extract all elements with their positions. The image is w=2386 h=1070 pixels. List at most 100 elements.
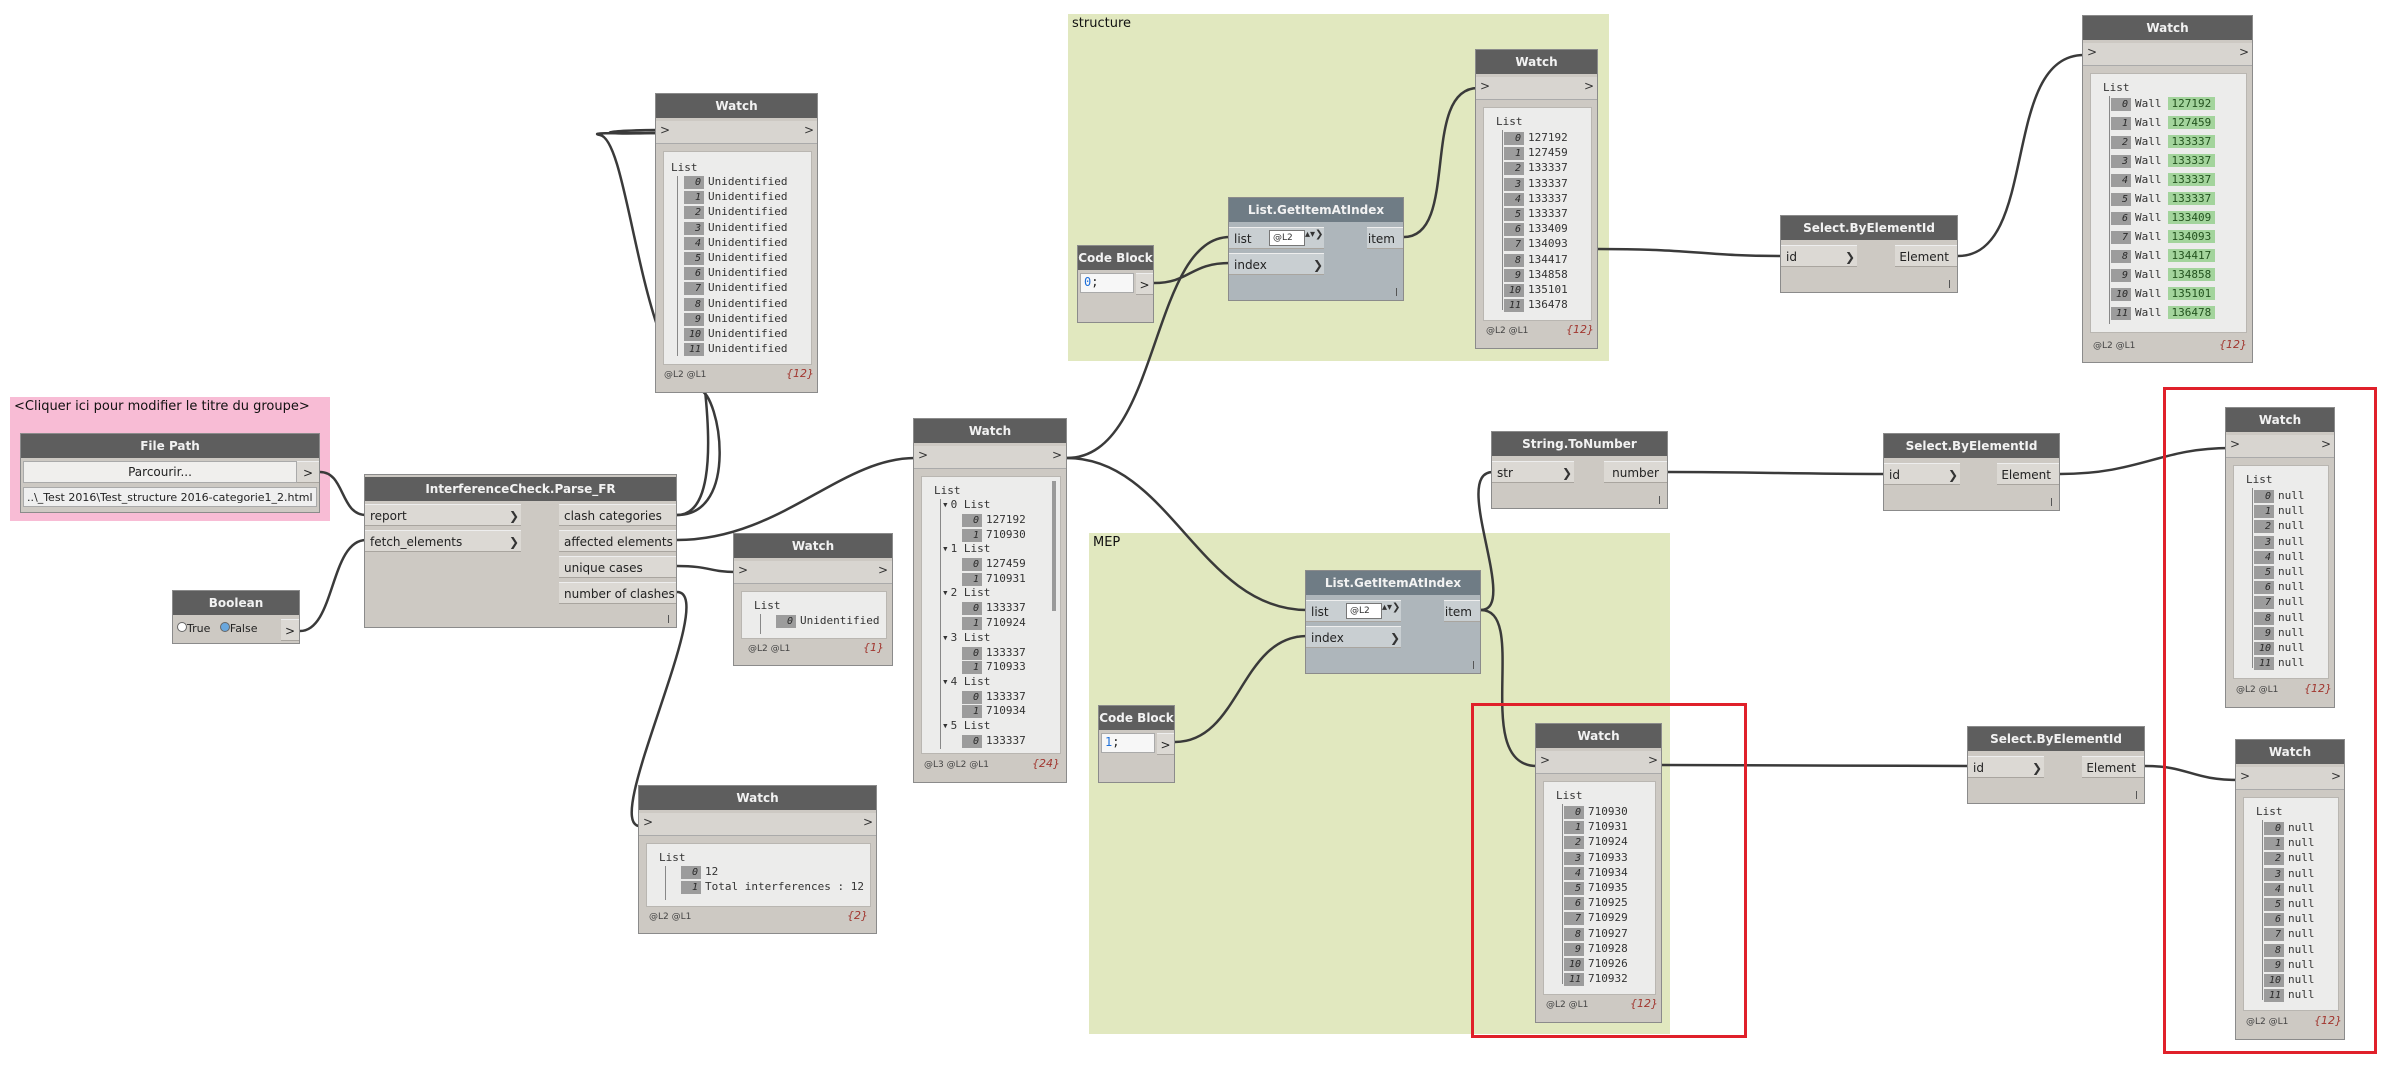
port-item[interactable]: item	[1367, 227, 1403, 249]
code-editor[interactable]: 0;	[1080, 273, 1134, 293]
nested-list-header[interactable]: ▾4 List	[942, 674, 991, 688]
group-mep-title[interactable]: MEP	[1093, 535, 1121, 550]
nested-list-header[interactable]: ▾1 List	[942, 542, 991, 556]
lacing-spinner-icon[interactable]: ▴▾❯	[1382, 602, 1401, 613]
select-by-element-id-mep-2[interactable]: Select.ByElementId id❯ Element	[1967, 726, 2145, 804]
nested-list-header[interactable]: ▾3 List	[942, 630, 991, 644]
port-clash-categories[interactable]: clash categories	[559, 504, 676, 526]
element-id-link[interactable]: 133337	[2167, 135, 2216, 148]
port-fetch[interactable]: fetch_elements❯	[365, 530, 521, 552]
true-radio-icon[interactable]	[177, 622, 187, 632]
boolean-output[interactable]: >	[281, 619, 299, 641]
collapse-triangle-icon[interactable]: ▾	[942, 674, 949, 688]
port-number[interactable]: number	[1604, 461, 1667, 483]
nested-list-header[interactable]: ▾0 List	[942, 498, 991, 511]
port-unique-cases[interactable]: unique cases	[559, 556, 676, 578]
code-editor[interactable]: 1;	[1101, 733, 1155, 753]
false-radio-icon[interactable]	[219, 622, 230, 632]
code-block-structure[interactable]: Code Block 0; >	[1077, 245, 1154, 323]
get-item-at-index-structure[interactable]: List.GetItemAtIndex list @L2 ▴▾❯ index❯ …	[1228, 197, 1404, 301]
collapse-triangle-icon[interactable]: ▾	[942, 498, 949, 511]
code-block-mep[interactable]: Code Block 1; >	[1098, 705, 1175, 783]
code-block-output[interactable]: >	[1157, 733, 1174, 755]
port-id[interactable]: id❯	[1781, 245, 1857, 267]
lacing-spinner-icon[interactable]: ▴▾❯	[1305, 229, 1324, 240]
element-id-link[interactable]: 133409	[2167, 211, 2216, 224]
element-id-link[interactable]: 133337	[2167, 173, 2216, 186]
element-id-link[interactable]: 135101	[2167, 287, 2216, 300]
parse-node[interactable]: InterferenceCheck.Parse_FR report❯ fetch…	[364, 474, 677, 628]
port-index[interactable]: index❯	[1229, 253, 1324, 275]
watch-port-bar[interactable]: > >	[656, 121, 817, 144]
scrollbar[interactable]	[1052, 481, 1056, 611]
true-radio-label[interactable]: True	[187, 622, 211, 635]
browse-button[interactable]: Parcourir...	[23, 461, 297, 483]
code-block-output[interactable]: >	[1136, 273, 1153, 295]
port-item[interactable]: item	[1444, 600, 1480, 622]
element-id-link[interactable]: 134093	[2167, 230, 2216, 243]
port-id[interactable]: id❯	[1968, 756, 2044, 778]
port-element[interactable]: Element	[2082, 756, 2144, 778]
watch-port-bar[interactable]: > >	[2236, 767, 2344, 790]
port-element[interactable]: Element	[1895, 245, 1957, 267]
select-by-element-id-mep-1[interactable]: Select.ByElementId id❯ Element	[1883, 433, 2060, 511]
boolean-toggle[interactable]: True False	[177, 622, 258, 635]
get-item-at-index-mep[interactable]: List.GetItemAtIndex list @L2 ▴▾❯ index❯ …	[1305, 570, 1481, 674]
port-id[interactable]: id❯	[1884, 463, 1960, 485]
element-id-link[interactable]: 134858	[2167, 268, 2216, 281]
collapse-triangle-icon[interactable]: ▾	[942, 630, 949, 644]
watch-port-bar[interactable]: > >	[639, 813, 876, 836]
element-id-link[interactable]: 127459	[2167, 116, 2216, 129]
element-id-link[interactable]: 136478	[2167, 306, 2216, 319]
element-id-link[interactable]: 133337	[2167, 192, 2216, 205]
watch-port-bar[interactable]: > >	[1536, 751, 1661, 774]
nested-list-header[interactable]: ▾2 List	[942, 586, 991, 600]
port-report[interactable]: report❯	[365, 504, 521, 526]
lacing-selector[interactable]: @L2	[1346, 603, 1382, 619]
element-id-link[interactable]: 127192	[2167, 97, 2216, 110]
watch-port-bar[interactable]: > >	[2226, 435, 2334, 458]
watch-port-bar[interactable]: > >	[734, 561, 892, 584]
watch-port-bar[interactable]: > >	[914, 446, 1066, 469]
group-pink-title[interactable]: <Cliquer ici pour modifier le titre du g…	[14, 399, 310, 414]
element-id-link[interactable]: 133337	[2167, 154, 2216, 167]
select-by-element-id-structure[interactable]: Select.ByElementId id❯ Element	[1780, 215, 1958, 293]
watch-port-bar[interactable]: > >	[2083, 43, 2252, 66]
port-element[interactable]: Element	[1997, 463, 2059, 485]
file-path-output[interactable]: >	[297, 461, 319, 483]
nested-list-header[interactable]: ▾5 List	[942, 719, 991, 732]
watch-port-bar[interactable]: > >	[1476, 77, 1597, 100]
boolean-node[interactable]: Boolean True False >	[172, 590, 300, 644]
string-to-number-node[interactable]: String.ToNumber str❯ number	[1491, 431, 1668, 509]
port-index[interactable]: index❯	[1306, 626, 1401, 648]
port-number-clashes[interactable]: number of clashes	[559, 582, 676, 604]
collapse-triangle-icon[interactable]: ▾	[942, 542, 949, 556]
element-id-link[interactable]: 134417	[2167, 249, 2216, 262]
port-str[interactable]: str❯	[1492, 461, 1574, 483]
group-structure-title[interactable]: structure	[1072, 16, 1131, 31]
collapse-triangle-icon[interactable]: ▾	[942, 719, 949, 732]
false-radio-label[interactable]: False	[229, 622, 258, 635]
lacing-selector[interactable]: @L2	[1269, 230, 1305, 246]
collapse-triangle-icon[interactable]: ▾	[942, 586, 949, 600]
port-affected-elements[interactable]: affected elements	[559, 530, 676, 552]
file-path-node[interactable]: File Path Parcourir... > ..\_Test 2016\T…	[20, 433, 320, 513]
